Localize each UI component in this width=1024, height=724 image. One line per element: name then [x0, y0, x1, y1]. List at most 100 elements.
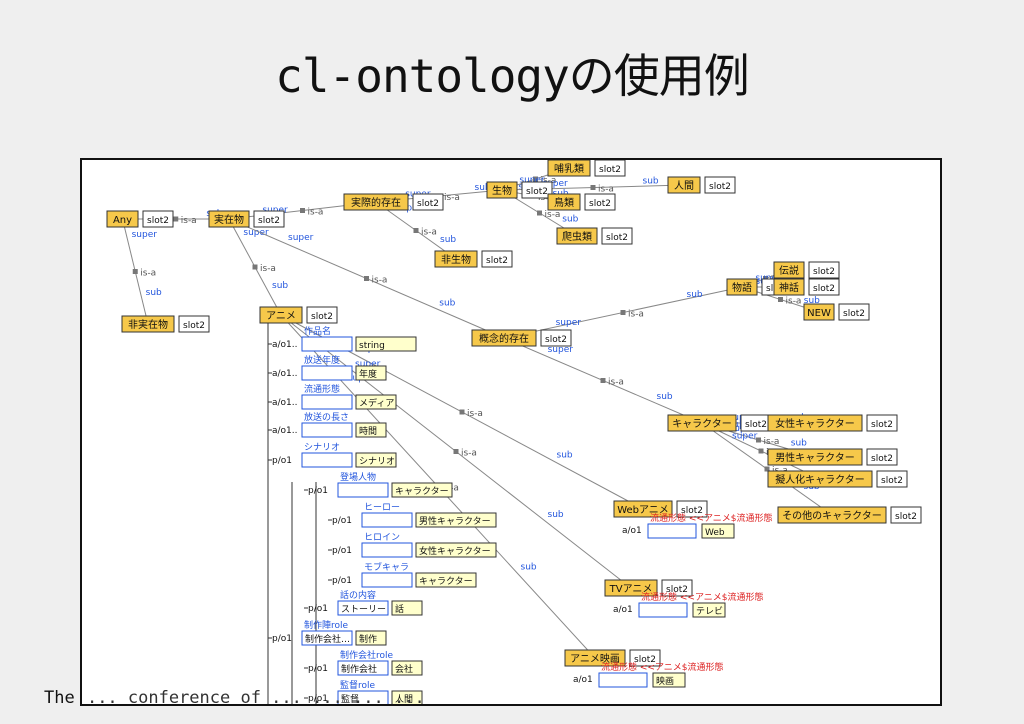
slot-type-box[interactable]	[355, 422, 387, 438]
edge-handle[interactable]	[453, 449, 459, 454]
edge-handle[interactable]	[413, 228, 419, 233]
slot-box[interactable]	[594, 160, 626, 177]
slot-box[interactable]	[142, 210, 174, 228]
slot-value-box[interactable]	[301, 336, 353, 352]
slot-type-box[interactable]	[355, 630, 387, 646]
slot-value-box[interactable]	[337, 660, 389, 676]
slot-box[interactable]	[306, 306, 338, 324]
slot-value-box[interactable]	[301, 365, 353, 381]
slot-type-box[interactable]	[415, 512, 497, 528]
slot-box[interactable]	[601, 227, 633, 245]
edge-handle[interactable]	[600, 378, 606, 383]
edge-handle[interactable]	[590, 185, 596, 190]
slot-box[interactable]	[253, 210, 285, 228]
edge-handle[interactable]	[537, 210, 542, 216]
slot-value-box[interactable]	[301, 394, 353, 410]
slot-type-box[interactable]	[355, 365, 387, 381]
slot-value-box[interactable]	[301, 630, 353, 646]
slot-type-box[interactable]	[391, 660, 423, 676]
edge-handle[interactable]	[533, 176, 538, 182]
slot-box[interactable]	[521, 181, 553, 199]
slot-row[interactable]: p/o1話の内容ストーリー話	[304, 589, 423, 616]
slot-box[interactable]	[890, 506, 922, 524]
edge-handle[interactable]	[364, 276, 369, 281]
slot-box[interactable]	[808, 261, 840, 279]
edge-handle[interactable]	[756, 437, 761, 443]
slot-box[interactable]	[412, 193, 444, 211]
slot-value-box[interactable]	[301, 422, 353, 438]
slot-value-box[interactable]	[361, 542, 413, 558]
edge-handle[interactable]	[132, 269, 138, 274]
edge-handle[interactable]	[459, 409, 465, 415]
slot-box[interactable]	[178, 315, 210, 333]
slot-type-box[interactable]	[391, 482, 453, 498]
slot-value-box[interactable]	[361, 572, 413, 588]
edge-handle[interactable]	[764, 466, 770, 472]
slot-value-box[interactable]	[337, 690, 389, 705]
slot-box[interactable]	[838, 303, 870, 321]
slot-type-box[interactable]	[415, 542, 497, 558]
edge-handle[interactable]	[778, 297, 783, 302]
slot-box[interactable]	[808, 278, 840, 296]
slot-box[interactable]	[876, 470, 908, 488]
slot-type-box[interactable]	[391, 600, 423, 616]
slot-box[interactable]	[540, 329, 572, 347]
slot-value-box[interactable]	[337, 482, 389, 498]
edge-handle[interactable]	[252, 264, 258, 270]
slot-box[interactable]	[661, 579, 693, 597]
slot-type-box[interactable]	[391, 690, 423, 705]
slot-box[interactable]	[704, 176, 736, 194]
slot-type-box[interactable]	[355, 394, 397, 410]
slot-box[interactable]	[676, 500, 708, 518]
slot-box[interactable]	[866, 414, 898, 432]
edge-handle[interactable]	[173, 216, 179, 222]
slot-value-box[interactable]	[301, 452, 353, 468]
slot-row[interactable]: p/o1監督role監督人間	[304, 679, 423, 705]
slot-type-box[interactable]	[415, 572, 477, 588]
slot-row[interactable]: p/o1制作会社role制作会社会社	[304, 649, 423, 676]
slot-box[interactable]	[629, 649, 661, 667]
slot-box[interactable]	[584, 193, 616, 211]
edge-handle[interactable]	[620, 310, 626, 315]
slot-type-box[interactable]	[355, 452, 397, 468]
slot-box[interactable]	[866, 448, 898, 466]
edge-handle[interactable]	[300, 208, 305, 213]
slot-value-box[interactable]	[361, 512, 413, 528]
slot-value-box[interactable]	[337, 600, 389, 616]
